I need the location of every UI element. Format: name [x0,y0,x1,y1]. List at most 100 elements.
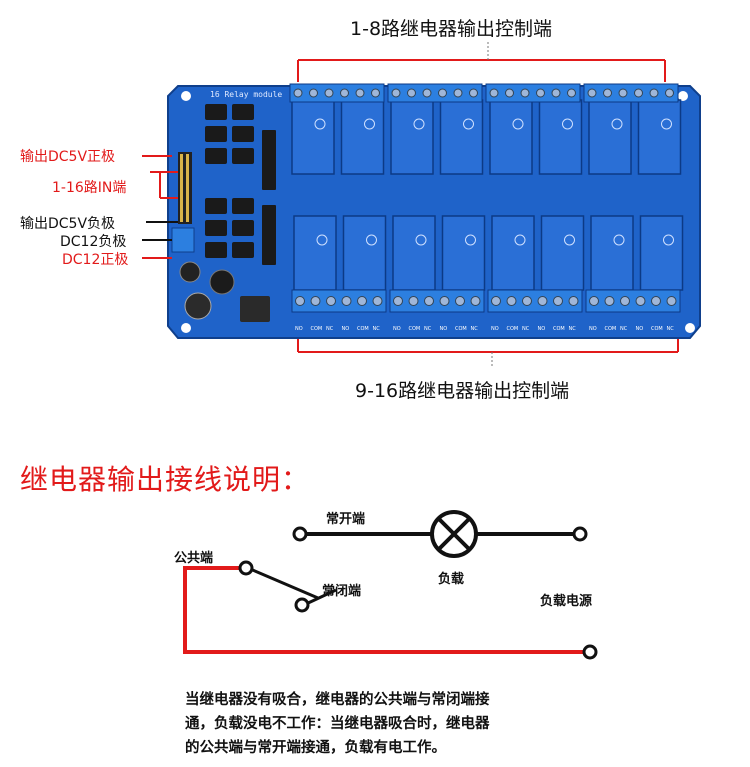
relay-mark [564,234,575,246]
terminal-block-bottom-3 [487,289,583,313]
nc-lead [305,588,337,606]
relay-mark [465,234,476,246]
relay-6 [538,99,583,175]
terminal-pin-label: COM [553,326,565,332]
terminal-block-bottom-1 [291,289,387,313]
terminal-screw [651,296,661,306]
terminal-screw [470,296,481,306]
relay-mark [562,118,573,130]
terminal-screw [424,296,434,306]
terminal-screw [665,88,674,98]
label-in-pins: 1-16路IN端 [52,180,127,196]
terminal-screw [371,88,380,98]
relay-15 [590,215,634,291]
pin-header [178,152,192,224]
relay-mark [314,118,326,130]
terminal-screw [293,88,303,98]
mount-hole-tl [181,91,191,101]
terminal-screw [522,296,532,306]
label-common: 公共端 [174,551,214,566]
label-dc5v-positive: 输出DC5V正极 [20,149,116,165]
terminal-screw [589,296,599,306]
terminal-pin-label: NO [295,326,303,332]
terminal-screw [453,88,463,98]
terminal-block-bottom-2 [389,289,485,313]
mount-hole-bl [181,323,191,333]
terminal-screw [393,296,403,306]
terminal-screw [618,88,628,98]
terminal-screw [506,296,517,306]
terminal-screw [505,88,514,98]
relay-8 [637,99,682,175]
relay-mark [364,118,375,130]
terminal-screw [491,296,501,306]
relay-16 [639,215,684,291]
terminal-row-top [289,83,679,103]
relay-11 [392,215,436,291]
terminal-pin-label: NC [522,326,530,332]
inductor [209,269,235,295]
terminal-screw [567,88,576,98]
terminal-pin-label: NC [326,326,334,332]
terminal-pin-label: NC [373,326,381,332]
terminal-screw [620,296,630,306]
terminal-screw [666,296,677,306]
relay-row-bottom [293,215,684,291]
left-label-arrows [142,155,178,259]
optocoupler-block [205,104,276,322]
top-bracket [297,59,666,82]
wiring-diagram [183,510,598,660]
mount-hole-br [685,323,695,333]
relay-7 [588,99,632,175]
relay-mark [663,234,674,246]
relay-mark [661,118,672,130]
terminal-pin-label: COM [507,326,519,332]
terminal-pin-label: COM [409,326,421,332]
terminal-pin-label: NC [424,326,432,332]
terminal-screw [489,88,499,98]
terminal-pin-label: COM [311,326,323,332]
terminal-screw [537,296,548,306]
terminal-screw [439,296,450,306]
terminal-load-power-bottom [582,644,598,660]
description-line: 的公共端与常开端接通，负载有电工作。 [185,740,446,756]
terminal-screw [309,88,318,98]
wiring-title: 继电器输出接线说明： [20,463,311,496]
terminal-screw [455,296,465,306]
relay-10 [342,215,387,291]
relay-mark [613,234,625,246]
label-load: 负载 [438,572,465,587]
capacitor-2 [184,292,212,320]
label-dc12-positive: DC12正极 [62,252,129,268]
relay-9 [293,215,337,291]
terminal-block-top-2 [387,83,483,103]
bottom-title: 9-16路继电器输出控制端 [355,380,570,402]
relay-mark [463,118,474,130]
terminal-screw [568,296,579,306]
terminal-pin-label: COM [651,326,663,332]
terminal-screw [635,296,646,306]
terminal-screw [310,296,321,306]
relay-mark [413,118,425,130]
terminal-pin-label: NC [620,326,628,332]
wiring-description: 当继电器没有吸合，继电器的公共端与常闭端接 通，负载没电不工作：当继电器吸合时，… [185,688,645,760]
label-normally-closed: 常闭端 [322,584,362,599]
terminal-screw [520,88,530,98]
terminal-screw [551,88,561,98]
terminal-screw [357,296,367,306]
relay-mark [611,118,623,130]
terminal-screw [324,88,334,98]
relay-4 [439,99,484,175]
relay-2 [340,99,385,175]
terminal-screw [469,88,478,98]
terminal-no [292,526,308,542]
switch-arm [247,566,319,600]
terminal-screw [341,296,352,306]
mount-hole-tr [678,91,688,101]
description-line: 通，负载没电不工作：当继电器吸合时，继电器 [185,716,490,732]
terminal-pin-label: NO [440,326,448,332]
terminal-screw [603,88,612,98]
terminal-pin-label: NC [471,326,479,332]
